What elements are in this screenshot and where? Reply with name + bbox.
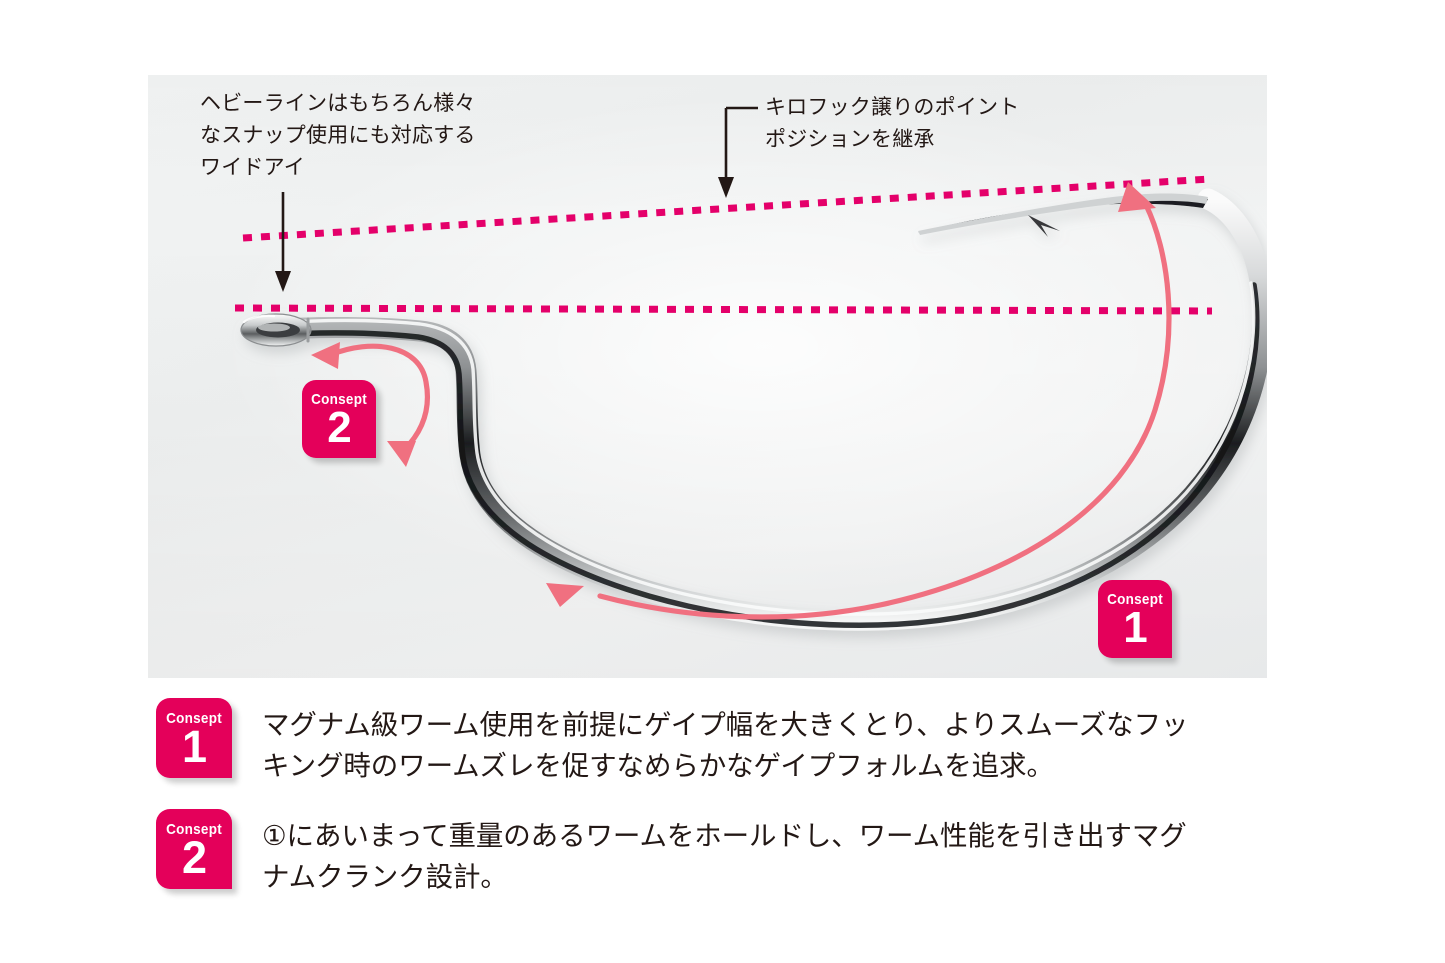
badge-number-label: 1 — [1123, 602, 1148, 652]
concept-list: Consept 1 マグナム級ワーム使用を前提にゲイプ幅を大きくとり、よりスムー… — [156, 698, 1396, 919]
concept-description: ①にあいまって重量のあるワームをホールドし、ワーム性能を引き出すマグ ナムクラン… — [262, 819, 1187, 892]
concept-badge-2: Consept 2 — [156, 808, 232, 889]
badge-number-label: 2 — [181, 831, 207, 883]
callout-point-position-text: キロフック譲りのポイント ポジションを継承 — [765, 96, 1020, 151]
callout-wide-eye-text: ヘビーラインはもちろん様々 なスナップ使用にも対応する ワイドアイ — [200, 92, 476, 179]
badge-number-label: 1 — [181, 721, 207, 772]
hook-photo-panel: ヘビーラインはもちろん様々 なスナップ使用にも対応する ワイドアイ キロフック譲… — [148, 75, 1267, 678]
concept-badge-2-photo: Consept 2 — [302, 380, 376, 458]
concept-description: マグナム級ワーム使用を前提にゲイプ幅を大きくとり、よりスムーズなフッ キング時の… — [262, 709, 1189, 782]
badge-number-label: 2 — [327, 402, 352, 452]
concept-badge-1-photo: Consept 1 — [1098, 580, 1172, 658]
concept-badge-1: Consept 1 — [156, 698, 232, 778]
concept-row: Consept 1 マグナム級ワーム使用を前提にゲイプ幅を大きくとり、よりスムー… — [156, 698, 1396, 787]
badge-word-label: Consept — [311, 390, 367, 408]
badge-word-label: Consept — [166, 710, 222, 727]
concept-row: Consept 2 ①にあいまって重量のあるワームをホールドし、ワーム性能を引き… — [156, 808, 1396, 898]
badge-word-label: Consept — [1107, 590, 1163, 608]
badge-word-label: Consept — [166, 820, 222, 838]
